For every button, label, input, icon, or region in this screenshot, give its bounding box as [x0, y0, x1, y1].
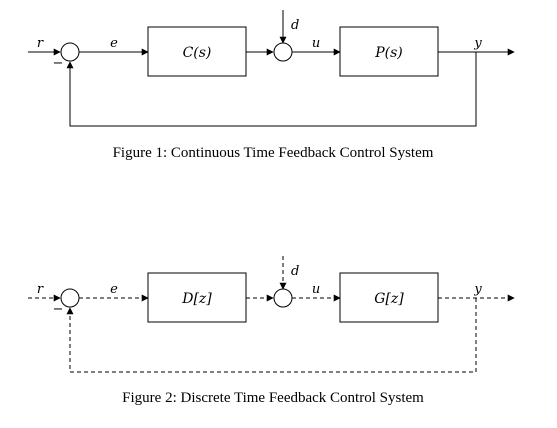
label-u: u [312, 282, 320, 297]
figure-continuous-labels: r e d u y − C(s) P(s) Figure 1: Continuo… [37, 18, 482, 161]
feedback-path [66, 52, 477, 127]
label-d: d [291, 264, 299, 279]
figure-discrete [28, 256, 515, 373]
plant-block [339, 26, 439, 77]
disturbance-junction [273, 288, 293, 308]
figure-discrete-labels: r e d u y − D[z] G[z] Figure 2: Discrete… [37, 264, 482, 406]
feedback-path [66, 298, 477, 373]
label-y: y [473, 36, 482, 51]
label-r: r [37, 282, 44, 297]
label-r: r [37, 36, 44, 51]
label-minus: − [53, 56, 64, 71]
label-e: e [110, 282, 118, 297]
summing-junction [60, 288, 80, 308]
label-e: e [110, 36, 118, 51]
plant-label: P(s) [374, 45, 403, 61]
label-minus: − [53, 302, 64, 317]
controller-block [147, 272, 247, 323]
plant-block [339, 272, 439, 323]
plant-label: G[z] [374, 291, 404, 307]
summing-junction [60, 42, 80, 62]
label-d: d [291, 18, 299, 33]
figure-continuous [28, 10, 515, 127]
controller-label: D[z] [181, 291, 212, 307]
controller-block [147, 26, 247, 77]
label-y: y [473, 282, 482, 297]
controller-label: C(s) [183, 45, 212, 61]
figure-caption: Figure 1: Continuous Time Feedback Contr… [113, 145, 434, 161]
disturbance-junction [273, 42, 293, 62]
figure-caption: Figure 2: Discrete Time Feedback Control… [122, 390, 424, 406]
label-u: u [312, 36, 320, 51]
